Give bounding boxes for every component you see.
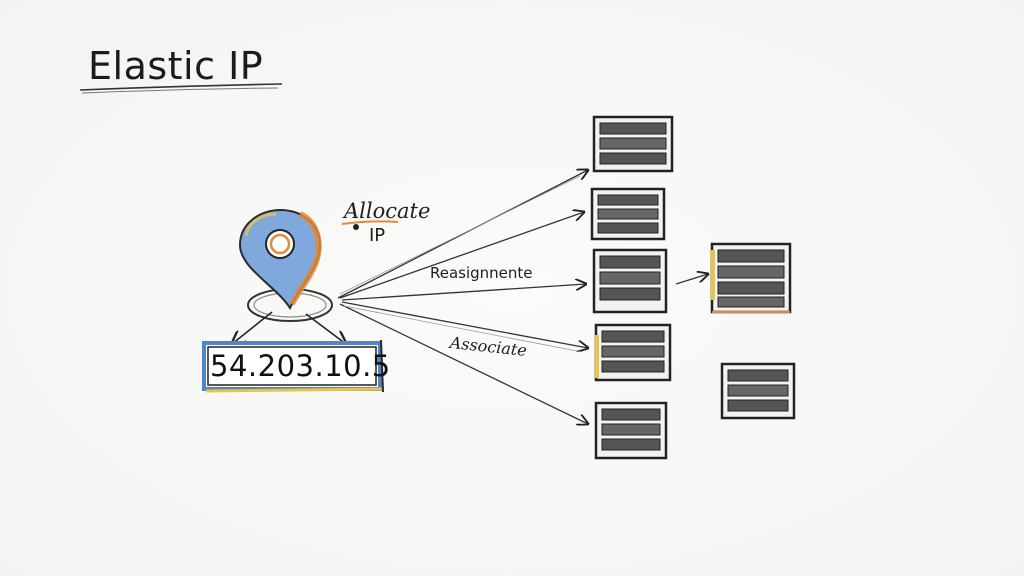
server-icon — [710, 242, 792, 314]
page-title: Elastic IP — [88, 44, 264, 88]
ip-address-label: 54.203.10.5 — [210, 349, 391, 383]
server-icon — [720, 362, 796, 420]
reassign-label: Reasignnente — [430, 264, 533, 282]
ip-address-box — [202, 339, 385, 393]
server-icon — [594, 323, 672, 382]
title-underline — [79, 83, 283, 94]
server-icon — [592, 248, 668, 314]
pin-to-ip-arrows — [232, 311, 346, 344]
server-icon — [590, 187, 666, 241]
server-icon — [594, 401, 668, 460]
allocate-label: Allocate — [344, 199, 431, 223]
reassign-arrow — [675, 274, 708, 285]
fan-out-arrows — [337, 170, 588, 424]
allocate-accent — [341, 220, 399, 230]
server-icon — [592, 115, 674, 173]
location-pin-icon — [238, 208, 333, 322]
ip-label: IP — [369, 225, 386, 246]
